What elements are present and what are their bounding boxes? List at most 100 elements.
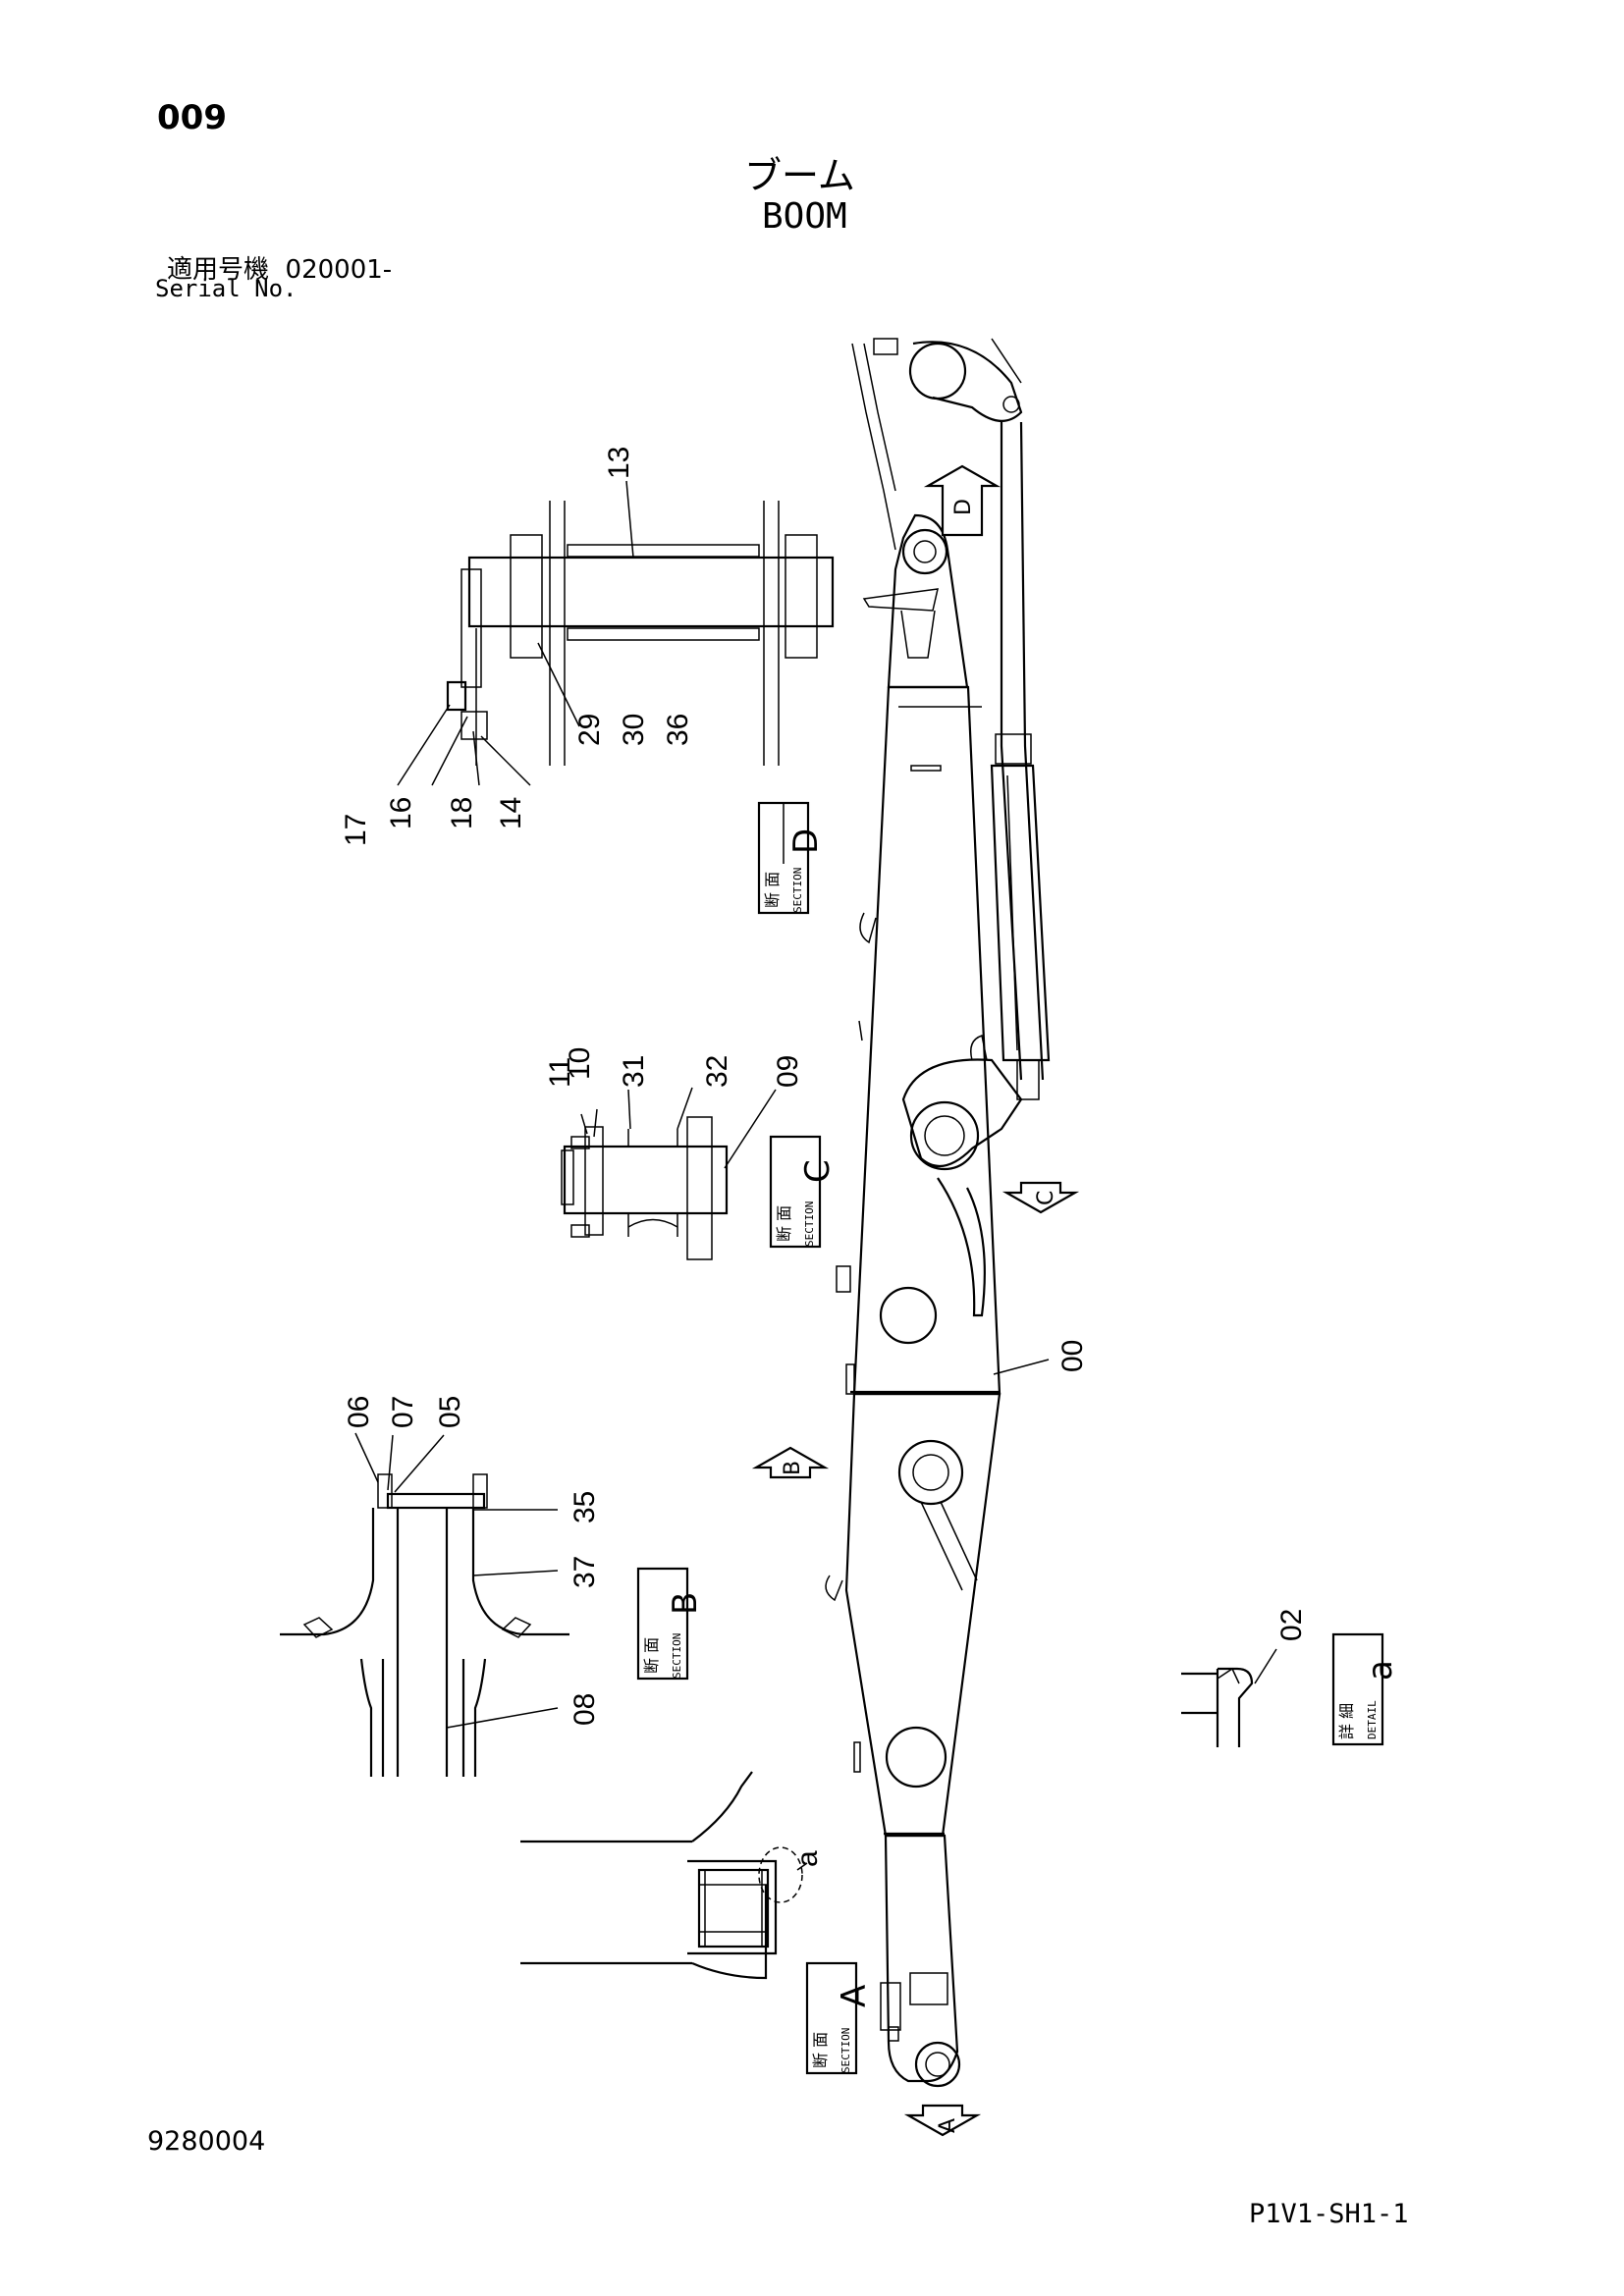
section-b-bolt-left <box>377 1473 393 1509</box>
callout-14: 14 <box>495 797 527 829</box>
section-d-label: 断 面 SECTION D <box>757 801 826 915</box>
section-a-box <box>697 1868 770 1949</box>
section-b-label-box <box>636 1567 689 1681</box>
document-id: 9280004 <box>147 2126 266 2157</box>
section-c-end-plate <box>561 1149 574 1205</box>
foot-port <box>880 1982 901 2031</box>
leader-18 <box>472 730 480 786</box>
joint-plate <box>845 1363 855 1395</box>
section-a-body <box>687 1859 778 1955</box>
serial-value: 020001- <box>285 255 393 285</box>
section-a-label: 断 面 SECTION A <box>805 1961 874 2075</box>
upper-arm-edge-2 <box>863 343 896 492</box>
section-d-view <box>446 501 835 766</box>
lightening-hole-1 <box>879 1286 938 1345</box>
sheet-id: P1V1-SH1-1 <box>1249 2199 1409 2229</box>
leader-06 <box>354 1432 379 1483</box>
leader-29 <box>537 642 580 727</box>
detail-a-call-circle <box>758 1846 803 1903</box>
detail-a-jp: 詳 細 <box>1337 1703 1356 1739</box>
section-d-boss-right <box>785 534 818 659</box>
section-b-view <box>280 1473 569 1777</box>
section-d-plate <box>460 568 482 688</box>
section-a-label-box <box>805 1961 858 2075</box>
callout-11: 11 <box>544 1057 576 1088</box>
serial-label-jp-text: 適用号機 <box>167 255 270 285</box>
upper-arm-edge <box>851 343 896 551</box>
boom-gusset <box>937 1177 986 1317</box>
cylinder-foot <box>1016 1059 1040 1100</box>
callout-00: 00 <box>1056 1340 1089 1372</box>
view-arrow-a-shape <box>903 2104 982 2137</box>
section-c-leaders <box>580 1087 777 1169</box>
upper-pin-circle <box>908 342 967 400</box>
upper-bracket <box>873 338 898 355</box>
leader-31 <box>627 1089 631 1130</box>
boom-slot <box>910 765 942 772</box>
leader-08 <box>446 1707 559 1729</box>
section-c-en: SECTION <box>803 1201 816 1247</box>
view-arrow-d-letter: D <box>951 499 976 515</box>
leader-13 <box>625 480 634 559</box>
section-c-boss-left <box>584 1126 604 1236</box>
callout-10: 10 <box>564 1047 596 1080</box>
nose-bracket <box>862 588 939 612</box>
title-japanese: ブーム <box>744 154 855 197</box>
mid-bracket <box>901 1058 1023 1168</box>
section-b-flange-left <box>280 1508 375 1636</box>
section-c-label: 断 面 SECTION C <box>769 1135 838 1249</box>
detail-a-letter: a <box>1361 1660 1400 1681</box>
callout-37: 37 <box>568 1556 601 1588</box>
callout-17: 17 <box>340 814 372 846</box>
section-b-label: 断 面 SECTION B <box>636 1567 705 1681</box>
callout-16: 16 <box>385 797 417 829</box>
leader-14 <box>480 735 531 786</box>
part-callouts: 13 29 30 36 17 16 18 14 11 10 31 32 09 0… <box>340 447 1308 1867</box>
callout-08: 08 <box>568 1693 601 1726</box>
mid-bracket-fin <box>970 1035 988 1061</box>
leader-09 <box>724 1089 777 1169</box>
section-c-boss-right <box>686 1116 713 1260</box>
boom-main-assembly <box>825 338 1051 2088</box>
leader-32 <box>677 1087 693 1130</box>
section-d-bush-bottom <box>567 627 760 641</box>
view-arrow-c-shape <box>1001 1181 1080 1214</box>
view-arrow-c: C <box>1001 1181 1080 1214</box>
section-d-boss-left <box>510 534 543 659</box>
boom-upper-body <box>852 685 1001 1396</box>
boom-cylinder-tube <box>990 764 1051 1062</box>
callout-36: 36 <box>662 714 694 746</box>
section-c-pin <box>563 1145 729 1215</box>
callout-07: 07 <box>387 1396 419 1428</box>
view-arrow-d-shape <box>923 464 1001 537</box>
view-arrow-b-shape <box>751 1446 830 1479</box>
leader-17 <box>397 704 451 786</box>
leader-10 <box>593 1108 598 1138</box>
section-a-en: SECTION <box>839 2028 852 2073</box>
boom-side-lug-2 <box>825 1575 843 1602</box>
section-d-bush-top <box>567 544 760 558</box>
section-d-jp: 断 面 <box>763 872 782 908</box>
view-arrow-b-letter: B <box>781 1461 805 1475</box>
callout-06: 06 <box>343 1396 375 1428</box>
boom-foot-boss-inner <box>912 1454 949 1491</box>
leader-00 <box>993 1359 1050 1375</box>
section-c-seal <box>627 1218 678 1228</box>
boom-cylinder-rod <box>1000 421 1045 1081</box>
callout-29: 29 <box>573 714 606 746</box>
title-english: BOOM <box>762 196 847 237</box>
boom-side-lug-1 <box>859 912 877 944</box>
boom-top-pin-outer <box>901 528 948 575</box>
boss-stay <box>920 1501 978 1591</box>
nose-plate <box>900 610 936 659</box>
upper-link <box>912 341 1023 422</box>
section-b-cap <box>386 1492 486 1510</box>
leader-37 <box>472 1570 559 1576</box>
leader-11 <box>580 1113 588 1135</box>
section-b-weld-right <box>501 1617 532 1638</box>
section-c-label-box <box>769 1135 822 1249</box>
section-c-bolt-1 <box>570 1136 590 1149</box>
section-b-leg-left <box>359 1658 385 1777</box>
mid-pin-outer <box>909 1100 980 1171</box>
